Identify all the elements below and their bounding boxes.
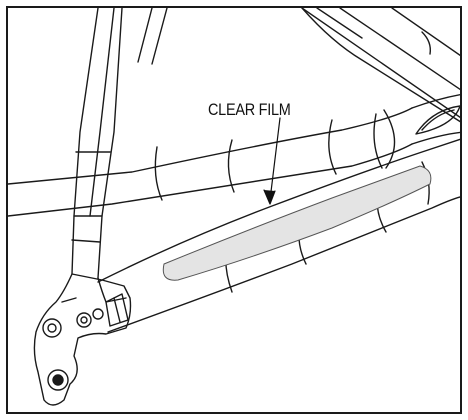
top-tube [8,107,413,217]
clear-film-patch [162,165,432,281]
seat-stay-left [71,8,168,279]
callout-arrow [263,117,281,205]
diagram-frame: CLEAR FILM [6,6,462,414]
dropout-hanger [33,273,132,406]
rear-junction [411,94,460,145]
seat-stay-tubes [301,8,460,123]
bike-frame-drawing [8,8,460,406]
callout-label: CLEAR FILM [208,100,291,119]
